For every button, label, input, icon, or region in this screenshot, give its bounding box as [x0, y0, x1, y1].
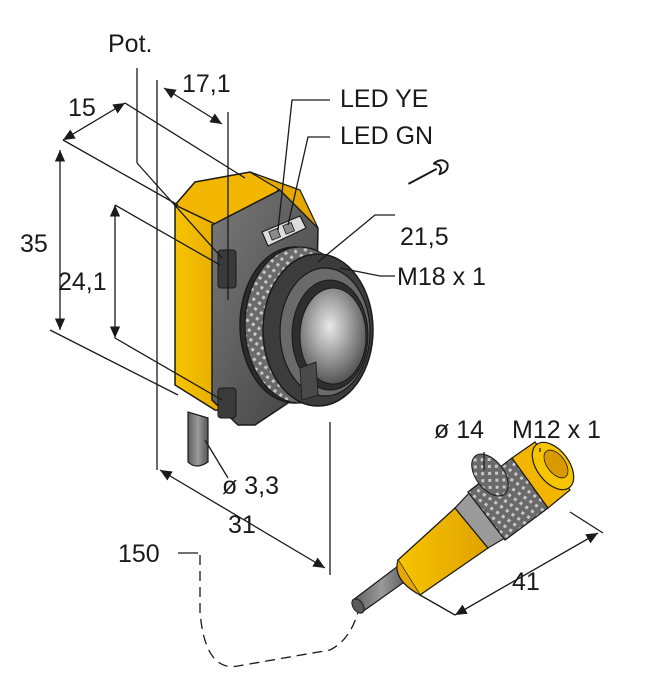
m12-connector [351, 441, 575, 614]
conn-dia-label: ø 14 [434, 416, 485, 444]
led-ye-label: LED YE [340, 85, 429, 113]
dim-41-label: 41 [512, 568, 540, 596]
sensor-cable [187, 411, 209, 467]
cable-dia-label: ø 3,3 [222, 472, 279, 500]
led-window [261, 215, 307, 247]
thread-m18-label: M18 x 1 [397, 263, 486, 291]
thread-m12-label: M12 x 1 [512, 416, 601, 444]
dim-35-label: 35 [20, 230, 48, 258]
dim-150-label: 150 [118, 540, 160, 568]
dim-17-1-label: 17,1 [182, 70, 231, 98]
led-gn-label: LED GN [340, 122, 434, 150]
dim-15-label: 15 [68, 94, 96, 122]
dim-24-1-label: 24,1 [58, 268, 107, 296]
wrench-icon [407, 159, 449, 185]
dim-31-label: 31 [228, 511, 256, 539]
pot-label: Pot. [108, 30, 153, 58]
lens-barrel [239, 246, 374, 407]
dim-21-5-label: 21,5 [400, 223, 449, 251]
dimension-lines [49, 68, 604, 668]
